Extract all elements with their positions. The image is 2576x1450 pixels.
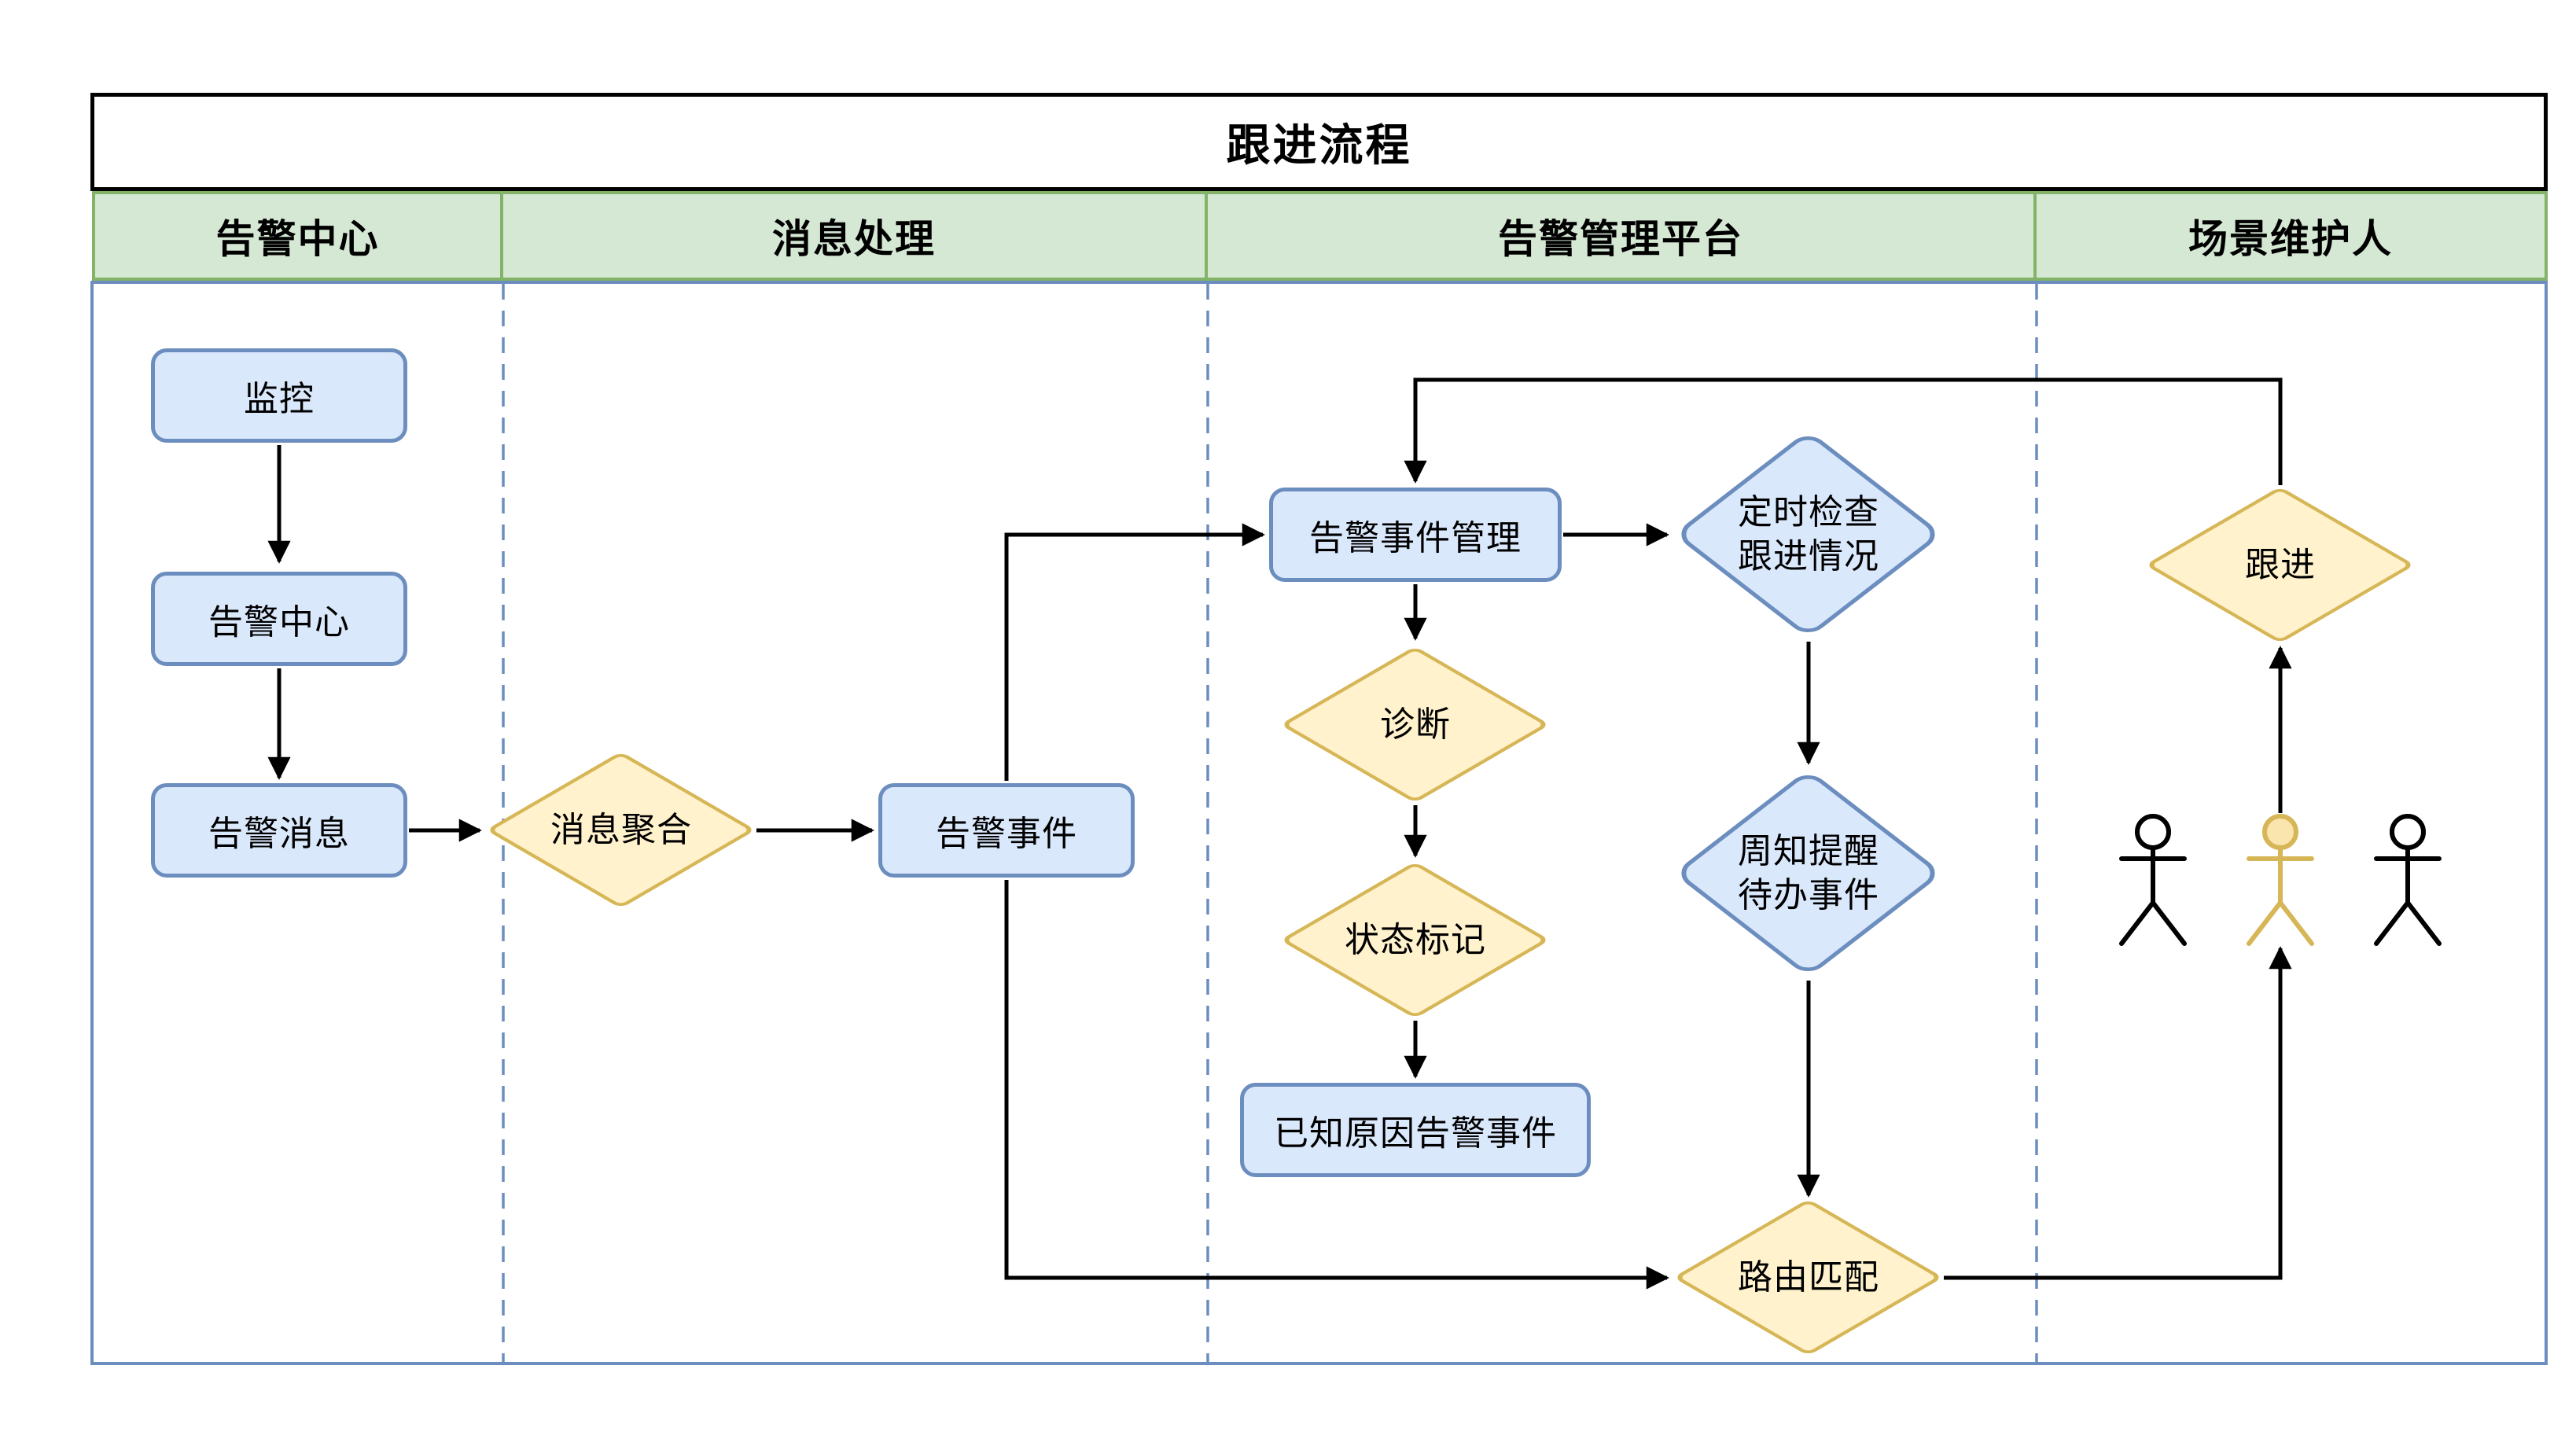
node-label: 已知原因告警事件 [1274, 1114, 1557, 1153]
person-icon-active [2247, 814, 2314, 946]
lane-header-label: 告警中心 [215, 217, 380, 261]
edge-follow-up-to-event-mgmt [1404, 377, 2283, 485]
lane-header-scene-maintainer: 场景维护人 [2037, 191, 2548, 281]
person-icon-left [2119, 814, 2187, 946]
edge-alert-event-to-route-match [1004, 880, 1669, 1290]
lane-header-alert-mgmt-platform: 告警管理平台 [1208, 191, 2037, 281]
process-alert-message: 告警消息 [151, 783, 407, 878]
check-label-timed-follow-up: 定时检查 跟进情况 [1738, 492, 1879, 576]
decision-label-diagnosis: 诊断 [1380, 705, 1451, 744]
decision-label-follow-up: 跟进 [2245, 545, 2316, 584]
node-label: 告警事件管理 [1309, 519, 1522, 558]
edge-alert-event-to-event-mgmt [1004, 523, 1265, 781]
check-label-notify-todo: 周知提醒 待办事件 [1738, 831, 1879, 915]
page-title: 跟进流程 [1226, 120, 1412, 170]
diagram-title-bar: 跟进流程 [90, 93, 2548, 191]
lane-header-label: 场景维护人 [2188, 217, 2393, 261]
process-alert-event-mgmt: 告警事件管理 [1269, 488, 1562, 582]
node-label: 告警消息 [208, 815, 350, 853]
node-label: 监控 [244, 380, 315, 418]
process-monitor: 监控 [151, 348, 407, 443]
lane-header-label: 告警管理平台 [1498, 217, 1743, 261]
lane-header-label: 消息处理 [772, 217, 936, 261]
node-label: 告警中心 [208, 603, 350, 642]
lane-header-alert-center: 告警中心 [92, 191, 503, 281]
process-alert-center: 告警中心 [151, 572, 407, 666]
edge-route-match-to-maintainer [1944, 946, 2292, 1280]
node-label: 告警事件 [936, 815, 1077, 853]
lane-header-message-processing: 消息处理 [503, 191, 1208, 281]
person-icon-right [2374, 814, 2442, 946]
decision-label-status-mark: 状态标记 [1345, 920, 1486, 959]
process-known-cause-event: 已知原因告警事件 [1240, 1083, 1591, 1177]
decision-label-message-aggregation: 消息聚合 [550, 810, 692, 849]
process-alert-event: 告警事件 [878, 783, 1135, 878]
decision-label-route-match: 路由匹配 [1738, 1257, 1879, 1297]
